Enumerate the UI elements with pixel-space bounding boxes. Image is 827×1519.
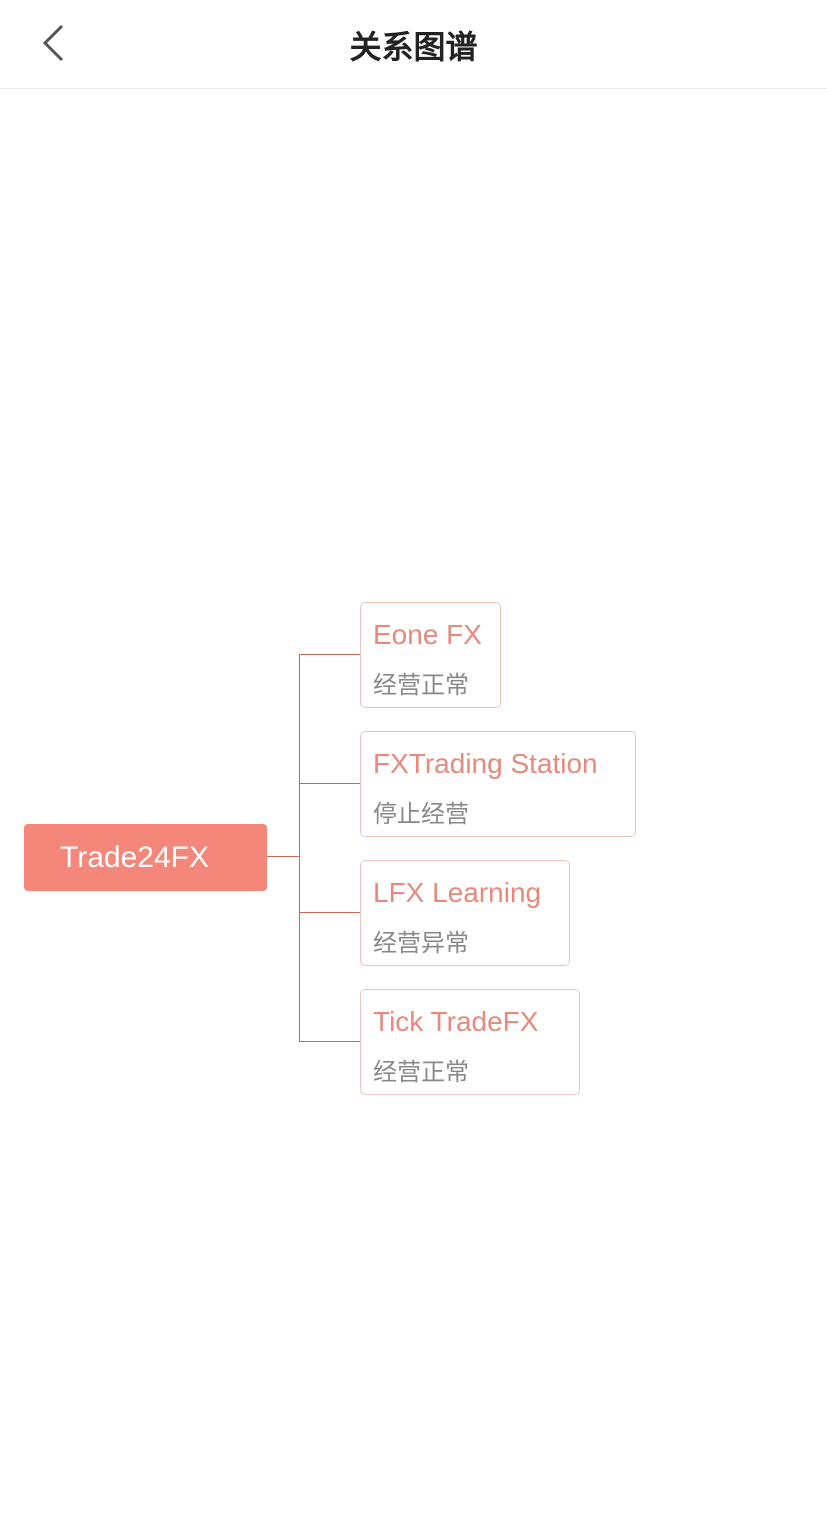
chevron-left-icon [42,24,64,62]
child-status: 经营正常 [373,1058,469,1086]
child-status: 停止经营 [373,800,469,828]
child-node[interactable]: LFX Learning 经营异常 [360,860,570,966]
connector-root [267,856,299,857]
nav-header: 关系图谱 [0,0,827,89]
connector-branch [299,783,360,784]
child-name: Tick TradeFX [373,1006,539,1037]
back-button[interactable] [36,22,76,66]
child-name: FXTrading Station [373,748,598,779]
child-status: 经营异常 [373,929,469,957]
child-name: LFX Learning [373,877,542,908]
child-node[interactable]: Tick TradeFX 经营正常 [360,989,580,1095]
root-node[interactable]: Trade24FX [24,824,267,891]
child-status: 经营正常 [373,671,469,699]
child-node[interactable]: Eone FX 经营正常 [360,602,501,708]
child-node[interactable]: FXTrading Station 停止经营 [360,731,636,837]
child-name: Eone FX [373,619,482,650]
connector-trunk [299,654,300,1042]
page-title: 关系图谱 [349,28,478,66]
connector-branch [299,654,360,655]
connector-branch [299,912,360,913]
connector-branch [299,1041,360,1042]
